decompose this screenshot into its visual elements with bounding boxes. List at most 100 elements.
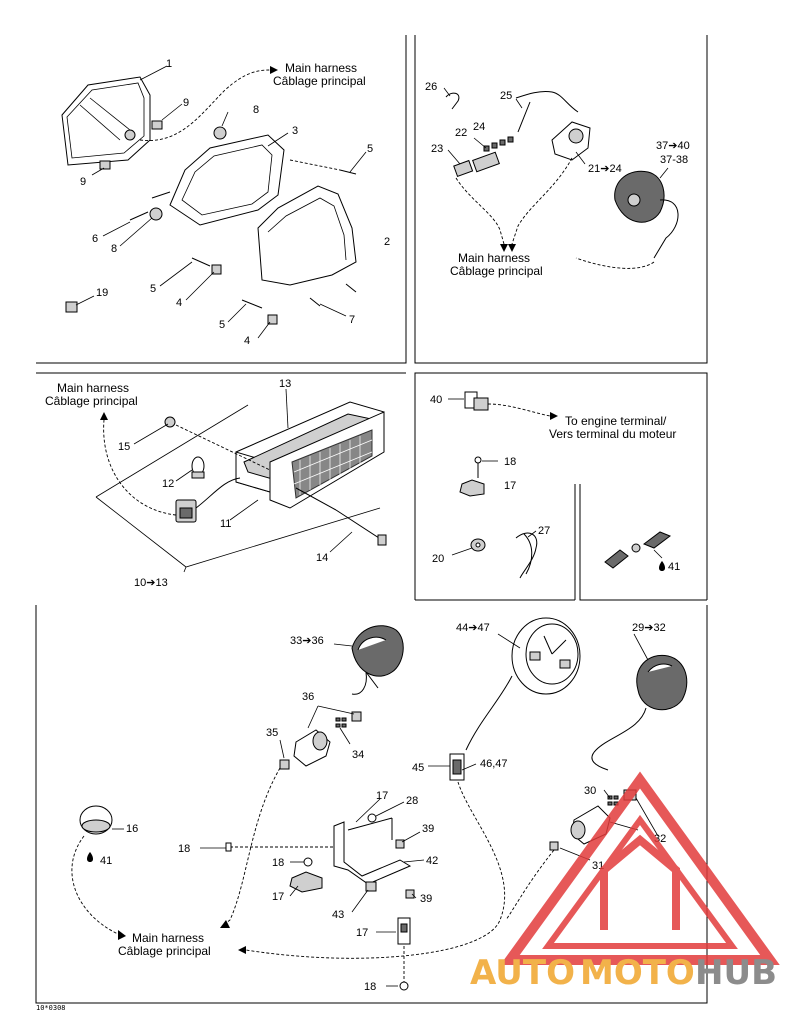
headlight-cover[interactable] [257, 185, 357, 286]
screw-6[interactable] [129, 211, 149, 221]
harness-wire [103, 419, 177, 516]
headlight-lens[interactable] [61, 76, 151, 166]
callout: 4 [244, 335, 250, 347]
nut-4-top[interactable] [211, 264, 222, 275]
panel-connector: 41 [604, 531, 680, 573]
bulb-16[interactable] [79, 805, 113, 835]
screw-18-bottom[interactable] [399, 981, 409, 991]
watermark: AUTO MOTO HUB [470, 771, 780, 993]
callout: 1 [166, 58, 172, 70]
callout: 37-38 [660, 154, 688, 166]
gauge-44[interactable] [511, 617, 581, 695]
gauge-29[interactable] [636, 654, 688, 711]
connector-pair[interactable] [604, 531, 672, 569]
terminal-25[interactable] [517, 101, 531, 133]
arrow-icon [100, 412, 108, 420]
connector-23[interactable] [453, 151, 500, 178]
socket-36[interactable] [293, 729, 331, 767]
callout: 41 [100, 855, 112, 867]
wire-25 [515, 91, 579, 113]
leader-lines [112, 633, 659, 987]
callout: 14 [316, 552, 328, 564]
nut-4-bottom[interactable] [267, 314, 278, 325]
terminals-22-24[interactable] [483, 136, 514, 152]
clamp-17[interactable] [459, 479, 485, 497]
leader-line [653, 549, 663, 559]
watermark-moto: MOTO [580, 953, 695, 993]
panel-gauges: Main harness Câblage principal 33➔36 44➔… [71, 617, 688, 993]
clamp-17-left[interactable] [289, 871, 323, 893]
bracket-42[interactable] [333, 817, 412, 885]
gauge-33[interactable] [351, 625, 404, 677]
figure-code: 10*0308 [36, 1004, 66, 1012]
screw-5-top[interactable] [339, 169, 357, 175]
callout: 8 [253, 104, 259, 116]
panel-switches: Main harness Câblage principal 26 25 22 … [425, 81, 690, 278]
callout: 43 [332, 909, 344, 921]
arrow-icon [238, 946, 246, 954]
screw-5-mid[interactable] [191, 257, 211, 267]
nut-43[interactable] [365, 881, 377, 892]
callout: 13 [279, 378, 291, 390]
socket-11[interactable] [175, 499, 197, 523]
tie-27[interactable] [515, 532, 538, 579]
screw-18[interactable] [474, 456, 482, 464]
callout: 42 [426, 855, 438, 867]
screw-14[interactable] [295, 487, 387, 546]
callout: 35 [266, 727, 278, 739]
callout: 11 [220, 518, 231, 530]
callout: 39 [420, 893, 432, 905]
clip-9-bottom[interactable] [99, 160, 111, 170]
terminal-label-fr: Vers terminal du moteur [549, 427, 676, 441]
grommet-36[interactable] [351, 711, 362, 722]
harness-label-en: Main harness [285, 61, 357, 75]
switch-21[interactable] [551, 121, 591, 161]
switch-37[interactable] [614, 170, 665, 223]
clip-19[interactable] [65, 301, 78, 313]
bulb-35[interactable] [279, 759, 290, 770]
grommet-20[interactable] [470, 538, 486, 552]
callout: 40 [430, 394, 442, 406]
clip-9-top[interactable] [151, 120, 163, 130]
arrow-icon [220, 920, 230, 928]
callout: 29➔32 [632, 622, 666, 634]
panel-terminal: To engine terminal/ Vers terminal du mot… [430, 391, 676, 579]
bulb-31[interactable] [549, 841, 559, 851]
screw-5-low[interactable] [241, 299, 263, 309]
screw-7[interactable] [309, 297, 321, 307]
harness-wire [511, 157, 573, 245]
callout: 17 [356, 927, 368, 939]
grommet-8-top[interactable] [213, 126, 227, 140]
headlight-housing[interactable] [169, 134, 285, 226]
callout: 17 [376, 790, 388, 802]
callout: 9 [80, 176, 86, 188]
clip-26[interactable] [445, 92, 460, 110]
panel-headlight: Main harness Câblage principal 1 9 8 3 5… [61, 58, 390, 347]
arrow-icon [550, 412, 558, 420]
taillight-lens[interactable] [269, 411, 385, 509]
clamp-17-bottom[interactable] [397, 917, 411, 945]
nut-39-top[interactable] [395, 839, 405, 849]
screw-28[interactable] [367, 813, 377, 823]
screw-18-mid[interactable] [303, 857, 313, 867]
callout: 2 [384, 236, 390, 248]
nut-15[interactable] [164, 416, 176, 428]
bulb-12[interactable] [191, 456, 205, 479]
harness-label-en: Main harness [132, 931, 204, 945]
screw-18-left[interactable] [225, 842, 232, 852]
harness-wire [575, 257, 655, 269]
callout: 18 [504, 456, 516, 468]
leader-lines [448, 398, 537, 556]
nut-39-bottom[interactable] [405, 889, 415, 899]
connector-45[interactable] [449, 753, 465, 781]
grommet-8-left[interactable] [149, 207, 163, 221]
callout: 41 [668, 561, 680, 573]
callout: 15 [118, 441, 130, 453]
harness-wire [455, 177, 505, 245]
terminals-34[interactable] [335, 717, 347, 728]
harness-wire [139, 69, 271, 141]
gauge-29-wire [591, 707, 647, 771]
terminal-40[interactable] [464, 391, 489, 411]
callout: 5 [219, 319, 225, 331]
callout: 44➔47 [456, 622, 490, 634]
